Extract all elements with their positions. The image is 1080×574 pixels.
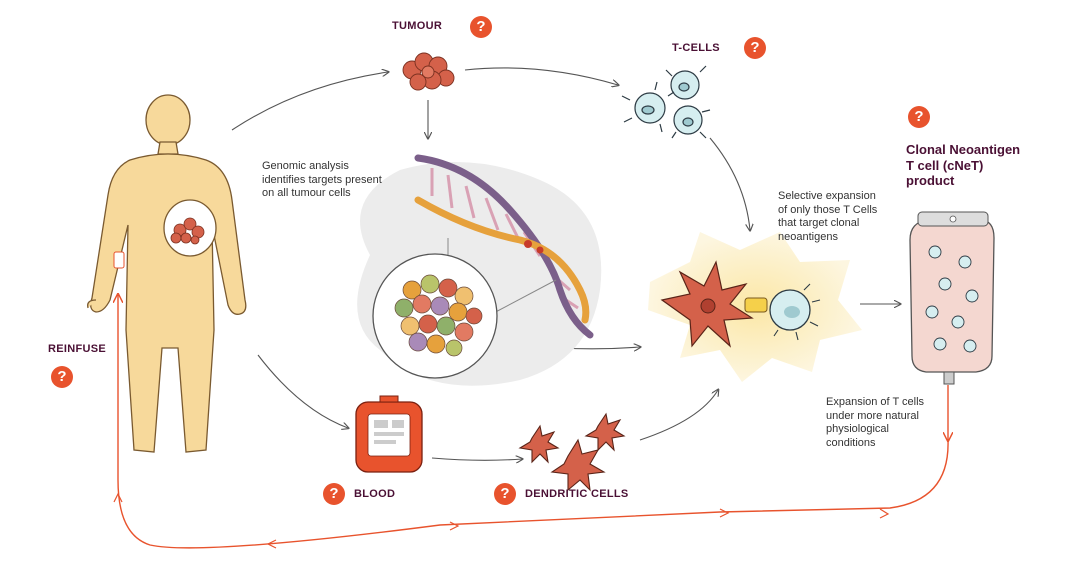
t-cell-icon bbox=[744, 283, 821, 341]
product-title-line: Clonal Neoantigen bbox=[906, 142, 1021, 157]
description-line: of only those T Cells bbox=[778, 203, 878, 216]
dendritic-cell-icon bbox=[550, 438, 606, 492]
description-line: Expansion of T cells bbox=[826, 396, 925, 408]
description-line: on all tumour cells bbox=[262, 187, 351, 199]
flow-arrows bbox=[231, 67, 900, 460]
label-dendritic-cells: DENDRITIC CELLS bbox=[525, 488, 629, 500]
product-title: Clonal Neoantigen T cell (cNeT) product bbox=[906, 142, 1020, 189]
help-icon-product[interactable]: ? bbox=[908, 106, 930, 128]
help-icon-t-cells[interactable]: ? bbox=[744, 37, 766, 59]
dendritic-cell-icon bbox=[660, 260, 754, 348]
arrow-tcells-to-synapse bbox=[709, 137, 750, 230]
iv-line-icon bbox=[113, 251, 125, 269]
t-cell-icon bbox=[673, 105, 703, 135]
dendritic-cell-icon bbox=[518, 424, 560, 464]
description-line: Selective expansion bbox=[778, 190, 876, 202]
label-reinfuse: REINFUSE bbox=[48, 343, 107, 355]
infusion-bag-icon bbox=[909, 211, 995, 385]
arrow-body-to-tumour bbox=[231, 72, 388, 131]
description-line: physiological bbox=[826, 423, 889, 435]
help-icon-reinfuse[interactable]: ? bbox=[51, 366, 73, 388]
description-line: under more natural bbox=[826, 409, 919, 422]
help-icon-blood[interactable]: ? bbox=[323, 483, 345, 505]
label-tumour: TUMOUR bbox=[392, 20, 443, 32]
help-icon-tumour[interactable]: ? bbox=[470, 16, 492, 38]
arrow-body-to-blood bbox=[257, 354, 348, 428]
arrow-tumour-to-tcells bbox=[464, 67, 618, 85]
tumour-cells-magnified-icon bbox=[372, 238, 557, 379]
inner-tumour-icon bbox=[170, 217, 205, 245]
label-t-cells: T-CELLS bbox=[672, 42, 720, 54]
arrow-dendritic-to-synapse bbox=[639, 390, 718, 441]
description-line: neoantigens bbox=[778, 230, 838, 243]
description-selective-expansion: Selective expansion of only those T Cell… bbox=[778, 190, 877, 244]
reinfusion-loop bbox=[114, 295, 948, 549]
product-title-line: product bbox=[906, 173, 955, 188]
t-cell-group bbox=[621, 65, 711, 139]
dna-helix-icon bbox=[414, 154, 594, 339]
dendritic-cells-group bbox=[518, 412, 626, 492]
label-blood: BLOOD bbox=[354, 488, 396, 500]
blood-bag-icon bbox=[355, 395, 423, 473]
arrow-blood-to-dendritic bbox=[431, 458, 522, 460]
description-genomic-analysis: Genomic analysis identifies targets pres… bbox=[262, 160, 382, 201]
dendritic-cell-icon bbox=[584, 412, 626, 452]
t-cell-icon bbox=[634, 92, 666, 124]
description-line: conditions bbox=[826, 436, 876, 449]
help-icon-dendritic-cells[interactable]: ? bbox=[494, 483, 516, 505]
description-line: Genomic analysis bbox=[262, 160, 349, 172]
description-line: that target clonal bbox=[778, 217, 860, 229]
t-cell-icon bbox=[670, 70, 700, 100]
description-line: identifies targets present bbox=[262, 173, 382, 186]
product-title-line: T cell (cNeT) bbox=[906, 157, 984, 173]
tumour-icon bbox=[402, 52, 455, 91]
description-expansion-conditions: Expansion of T cells under more natural … bbox=[826, 396, 924, 450]
human-body-icon bbox=[87, 94, 247, 453]
